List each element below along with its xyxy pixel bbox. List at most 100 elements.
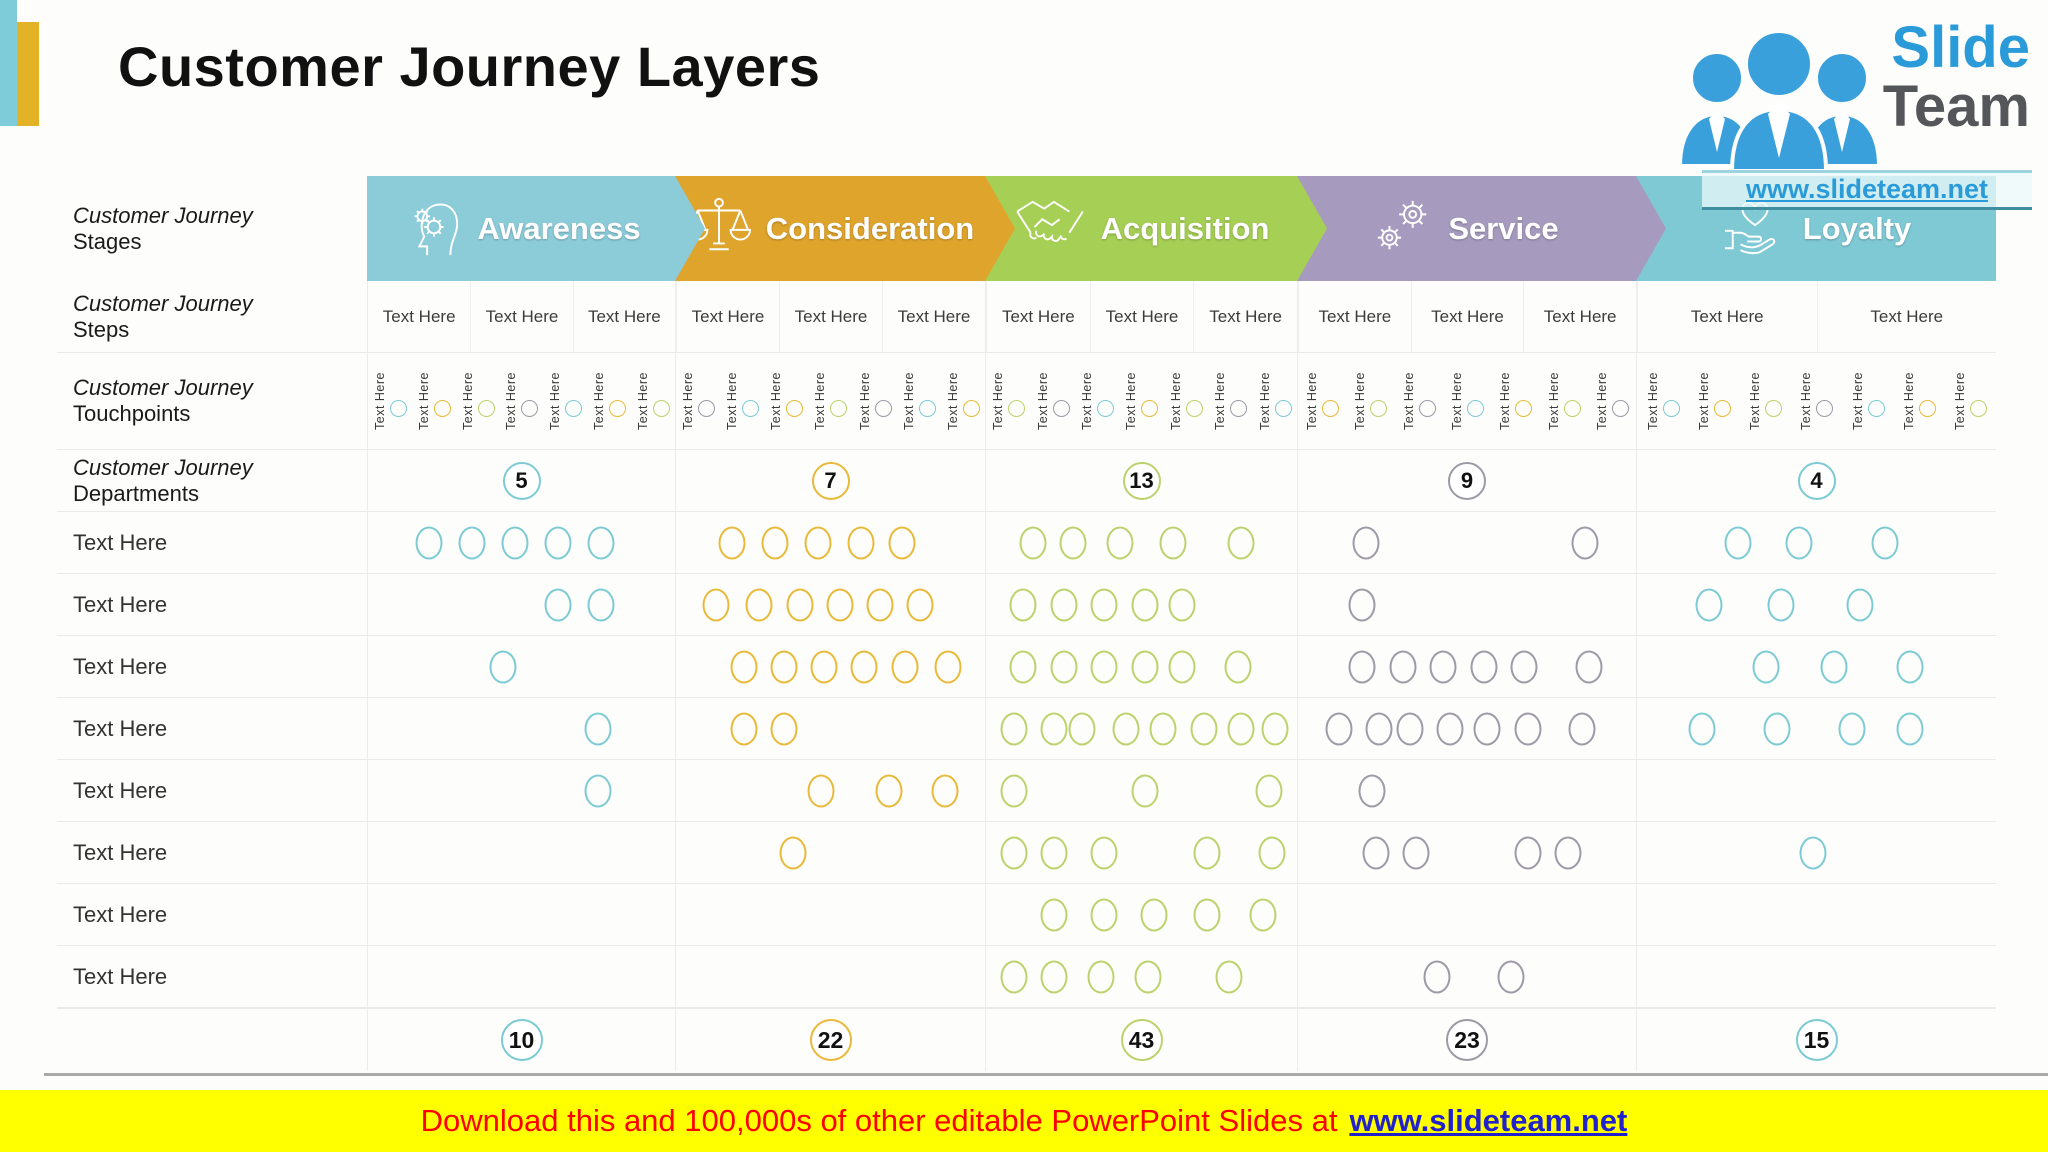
matrix-row-label: Text Here — [57, 760, 367, 821]
matrix-circle — [1009, 588, 1037, 621]
matrix-circle — [1497, 960, 1525, 993]
matrix-circle — [906, 588, 934, 621]
touchpoint: Text Here — [1842, 353, 1893, 449]
matrix-circle — [745, 588, 773, 621]
step-label: Text Here — [986, 281, 1090, 352]
touchpoint: Text Here — [1253, 353, 1297, 449]
touchpoint: Text Here — [1119, 353, 1163, 449]
dept-cell: 4 — [1636, 450, 1996, 511]
touchpoint-label: Text Here — [769, 372, 784, 430]
touchpoint-circle — [698, 399, 716, 417]
matrix-circle — [587, 526, 615, 559]
stage-banner-acquisition: Acquisition — [985, 176, 1327, 281]
matrix-row-label-text: Text Here — [73, 777, 168, 803]
matrix-cell — [1636, 946, 1996, 1007]
matrix-circle — [1752, 650, 1780, 683]
matrix-circle — [1140, 898, 1168, 931]
table-row: Text Here — [57, 884, 1996, 946]
matrix-circle — [1050, 588, 1078, 621]
touchpoint-label: Text Here — [416, 372, 431, 430]
matrix-circle — [1763, 712, 1791, 745]
touchpoint-label: Text Here — [1080, 372, 1095, 430]
touchpoint: Text Here — [1539, 353, 1587, 449]
touchpoint-circle — [1008, 399, 1026, 417]
handshake-icon — [1013, 198, 1087, 259]
matrix-circle — [850, 650, 878, 683]
total-cell: 23 — [1297, 1009, 1636, 1071]
download-banner: Download this and 100,000s of other edit… — [0, 1090, 2048, 1152]
matrix-circle — [1090, 898, 1118, 931]
touchpoint-label: Text Here — [1594, 372, 1609, 430]
touchpoint-circle — [1563, 399, 1581, 417]
total-cell: 10 — [367, 1009, 675, 1071]
logo-url-link[interactable]: www.slideteam.net — [1745, 174, 1989, 204]
matrix-circle — [1896, 650, 1924, 683]
matrix-row-label: Text Here — [57, 512, 367, 573]
matrix-cell — [985, 884, 1297, 945]
matrix-circle — [1090, 588, 1118, 621]
touchpoint-circle — [433, 399, 451, 417]
touchpoint: Text Here — [1346, 353, 1394, 449]
touchpoint: Text Here — [543, 353, 587, 449]
matrix-circle — [1695, 588, 1723, 621]
row-label-touchpoints: Customer Journey Touchpoints — [73, 375, 253, 426]
matrix-circle — [1106, 526, 1134, 559]
touchpoint-label: Text Here — [548, 372, 563, 430]
matrix-circle — [1131, 650, 1159, 683]
matrix-circle — [1554, 836, 1582, 869]
matrix-circle — [584, 774, 612, 807]
matrix-circle — [730, 712, 758, 745]
step-label: Text Here — [779, 281, 882, 352]
step-label: Text Here — [572, 281, 675, 352]
touchpoint-circle — [786, 399, 804, 417]
matrix-row-label-text: Text Here — [73, 653, 168, 679]
matrix-cell — [1297, 574, 1636, 635]
touchpoint-label: Text Here — [460, 372, 475, 430]
touchpoint: Text Here — [676, 353, 720, 449]
touchpoint-label: Text Here — [725, 372, 740, 430]
touchpoint-label: Text Here — [1401, 372, 1416, 430]
total-badge: 22 — [809, 1019, 852, 1061]
matrix-cell — [675, 512, 985, 573]
stage-banner-service: Service — [1297, 176, 1666, 281]
matrix-circle — [544, 526, 572, 559]
touchpoint-circle — [918, 399, 936, 417]
touchpoint-circle — [1370, 399, 1388, 417]
touchpoint: Text Here — [1893, 353, 1944, 449]
matrix-circle — [1724, 526, 1752, 559]
matrix-circle — [1389, 650, 1417, 683]
dept-badge: 9 — [1448, 461, 1486, 500]
matrix-cell — [1297, 884, 1636, 945]
matrix-circle — [1068, 712, 1096, 745]
matrix-circle — [931, 774, 959, 807]
matrix-row-label: Text Here — [57, 884, 367, 945]
stage-label: Acquisition — [1100, 210, 1270, 246]
touchpoint: Text Here — [1945, 353, 1996, 449]
dept-badge: 5 — [502, 461, 541, 500]
matrix-circle — [1193, 898, 1221, 931]
touchpoint-label: Text Here — [1449, 372, 1464, 430]
matrix-cell — [1636, 574, 1996, 635]
matrix-cell — [985, 698, 1297, 759]
download-link[interactable]: www.slideteam.net — [1349, 1103, 1628, 1138]
matrix-circle — [1149, 712, 1177, 745]
matrix-circle — [1131, 774, 1159, 807]
touchpoint: Text Here — [500, 353, 544, 449]
matrix-circle — [1352, 526, 1380, 559]
logo-word-team: Team — [1882, 74, 2030, 140]
matrix-circle — [1040, 960, 1068, 993]
touchpoint-label: Text Here — [1124, 372, 1139, 430]
matrix-cell — [1297, 822, 1636, 883]
matrix-circle — [702, 588, 730, 621]
touchpoint-label: Text Here — [681, 372, 696, 430]
matrix-cell — [1297, 636, 1636, 697]
row-label-stages: Customer Journey Stages — [73, 202, 253, 254]
matrix-circle — [718, 526, 746, 559]
